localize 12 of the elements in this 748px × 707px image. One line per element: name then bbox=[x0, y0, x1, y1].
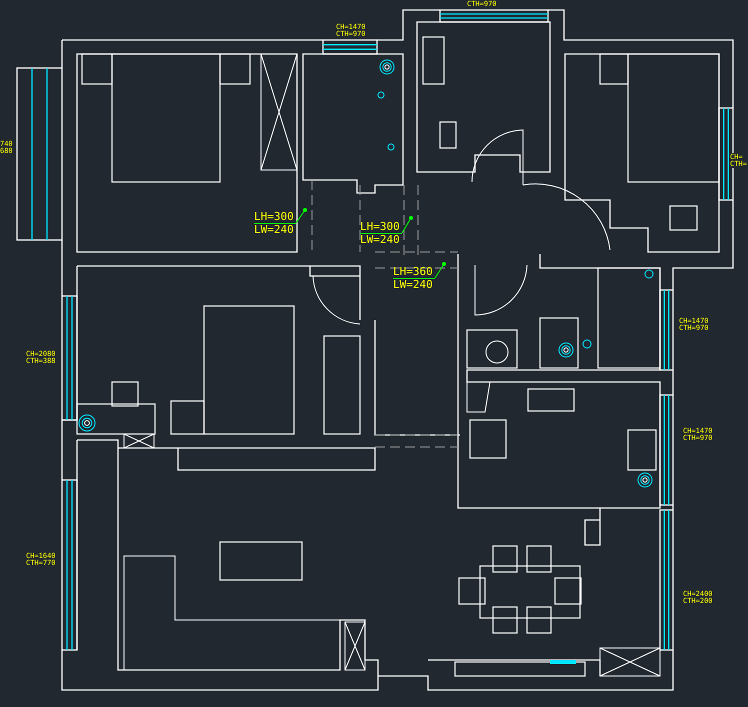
room-height-note bbox=[360, 221, 402, 245]
dimension-text: LW=240 bbox=[393, 279, 434, 291]
leader-line bbox=[402, 216, 413, 234]
dimension-text: LH=360 bbox=[393, 266, 435, 279]
room-height-note bbox=[254, 211, 296, 235]
dimension-text: LH=300 bbox=[254, 211, 296, 224]
leader-line bbox=[434, 262, 446, 278]
room-height-note bbox=[393, 266, 435, 290]
dimension-text: LW=240 bbox=[360, 234, 401, 246]
leader-line bbox=[296, 208, 307, 224]
dimension-text: LH=300 bbox=[360, 221, 402, 234]
dimension-text: LW=240 bbox=[254, 224, 295, 236]
